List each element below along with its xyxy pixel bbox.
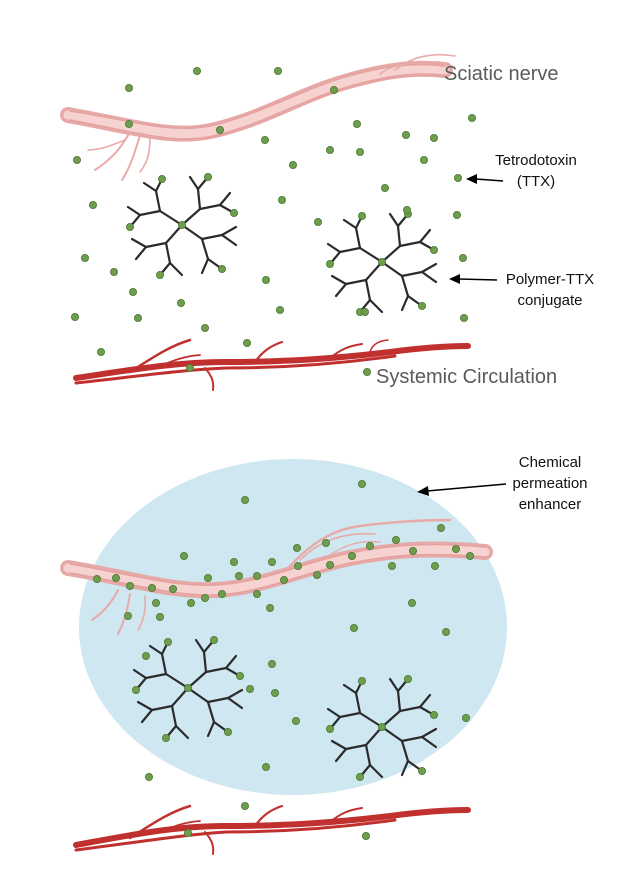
ttx-particles-bottom: [93, 479, 474, 841]
blood-vessel-bottom: [73, 804, 471, 855]
pointer-arrows-top: [449, 174, 504, 284]
chemical-permeation-enhancer-label: Chemical permeation enhancer: [512, 454, 588, 513]
pointer-arrow-bottom: [417, 483, 507, 496]
sciatic-nerve-bottom: [60, 518, 493, 635]
ttx-particles-top: [71, 67, 476, 376]
sciatic-nerve-top: [60, 53, 456, 181]
blood-vessel-top: [73, 338, 471, 391]
tetrodotoxin-label: Tetrodotoxin (TTX): [495, 152, 577, 190]
systemic-circulation-label: Systemic Circulation: [376, 366, 558, 388]
polymer-ttx-conjugate-label: Polymer-TTX conjugate: [505, 271, 595, 309]
polymer-ttx-conjugate: [325, 209, 439, 317]
panel-bottom: [60, 459, 507, 855]
permeation-enhancer-zone: [79, 459, 507, 795]
panel-top: [60, 53, 504, 391]
sciatic-nerve-label: Sciatic nerve: [444, 63, 559, 85]
polymer-ttx-conjugate: [125, 172, 239, 280]
